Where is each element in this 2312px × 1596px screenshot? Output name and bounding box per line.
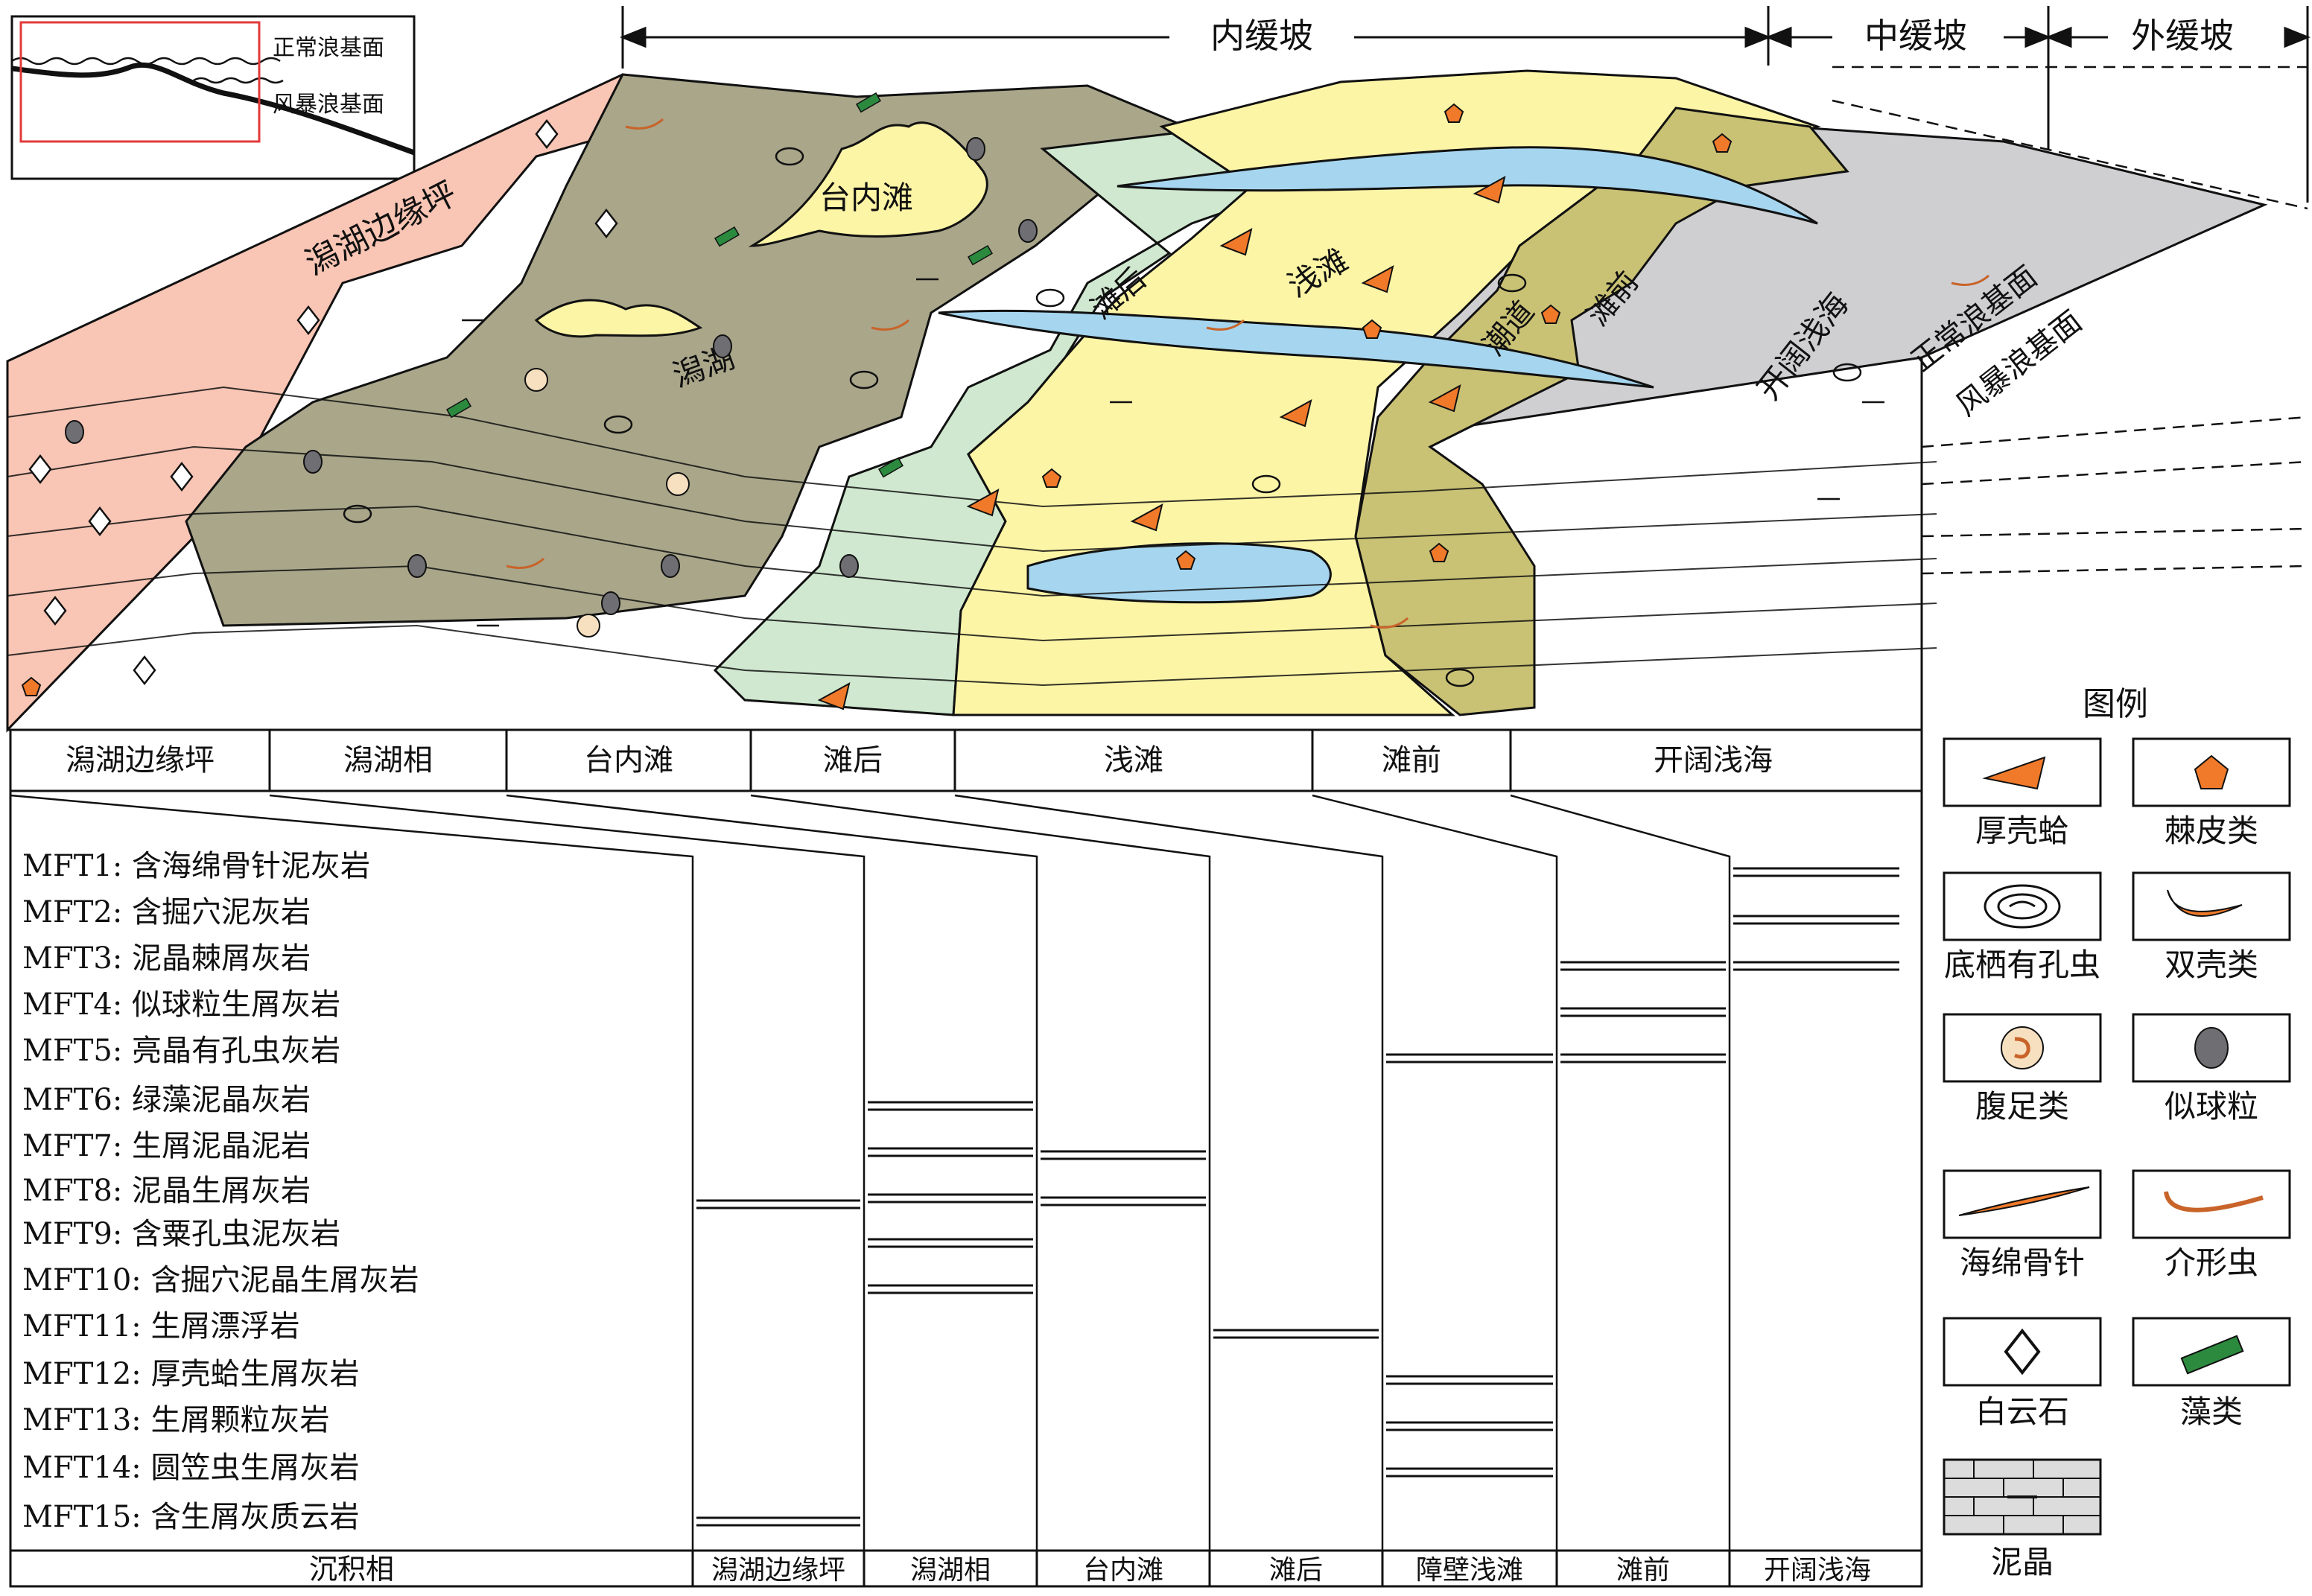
algae-icon — [2180, 1335, 2244, 1375]
dolomite-icon — [28, 118, 618, 686]
mft-14: MFT14: 圆笠虫生屑灰岩 — [22, 1451, 359, 1485]
peloid-icon — [2194, 1027, 2229, 1069]
ramp-zone-arrows — [619, 6, 2311, 203]
inner-ramp-label: 内缓坡 — [1210, 16, 1313, 56]
header-facies-1: 潟湖边缘坪 — [66, 743, 215, 778]
intra-platform-shoal-1 — [748, 121, 988, 247]
legend-item-bivalve: 双壳类 — [2132, 871, 2291, 983]
mft-4: MFT4: 似球粒生屑灰岩 — [22, 988, 340, 1022]
mft-2: MFT2: 含掘穴泥灰岩 — [22, 895, 311, 929]
echinoderm-icon — [21, 103, 1733, 696]
svg-text:腹足类: 腹足类 — [1975, 1088, 2069, 1125]
tidal-channel-2 — [938, 309, 1654, 389]
bottom-header-1: 潟湖边缘坪 — [711, 1555, 845, 1586]
bottom-header-2: 潟湖相 — [910, 1555, 991, 1586]
mft-3: MFT3: 泥晶棘屑灰岩 — [22, 941, 311, 976]
ostracod-icon — [2164, 1191, 2264, 1212]
rudist-icon — [1982, 756, 2046, 790]
svg-text:厚壳蛤: 厚壳蛤 — [1975, 813, 2069, 849]
bottom-header-4: 滩后 — [1269, 1555, 1323, 1586]
mft-5: MFT5: 亮晶有孔虫灰岩 — [22, 1034, 340, 1068]
microfacies-occurrence-marks — [696, 867, 1899, 1527]
legend-item-ostracod: 介形虫 — [2132, 1169, 2291, 1281]
mft-8: MFT8: 泥晶生屑灰岩 — [22, 1174, 311, 1208]
header-facies-4: 滩后 — [823, 743, 883, 778]
legend-item-rudist: 厚壳蛤 — [1943, 737, 2102, 849]
svg-text:棘皮类: 棘皮类 — [2165, 813, 2258, 849]
inset-normal-wave-base-label: 正常浪基面 — [273, 35, 384, 61]
mft-9: MFT9: 含粟孔虫泥灰岩 — [22, 1217, 340, 1251]
header-facies-6: 滩前 — [1382, 743, 1441, 778]
bivalve-icon — [2167, 889, 2243, 917]
header-facies-7: 开阔浅海 — [1654, 743, 1773, 778]
bottom-header-6: 滩前 — [1616, 1555, 1670, 1586]
echinoderm-icon — [2194, 754, 2229, 789]
algae-icon — [445, 92, 994, 478]
legend: 图例 厚壳蛤 棘皮类 底栖有孔虫 双壳类 — [1943, 685, 2291, 1580]
microfacies-table: MFT1: 含海绵骨针泥灰岩 MFT2: 含掘穴泥灰岩 MFT3: 泥晶棘屑灰岩… — [9, 789, 1923, 1588]
svg-text:白云石: 白云石 — [1975, 1393, 2069, 1430]
dolomite-icon — [2004, 1328, 2041, 1376]
bottom-header-0: 沉积相 — [309, 1553, 394, 1586]
bivalve-icon — [506, 118, 1990, 629]
gastropod-icon — [2001, 1026, 2044, 1069]
block-diagram: 潟湖边缘坪 台内滩 潟湖 滩后 浅滩 潮道 滩前 开阔浅海 正常浪基面 风暴浪基… — [6, 66, 2308, 733]
outer-ramp-label: 外缓坡 — [2131, 16, 2234, 56]
legend-item-echinoderm: 棘皮类 — [2132, 737, 2291, 849]
intra-platform-shoal-2 — [534, 299, 703, 338]
legend-item-foraminifera: 底栖有孔虫 — [1943, 871, 2102, 983]
middle-ramp-label: 中缓坡 — [1864, 16, 1967, 56]
legend-item-algae: 藻类 — [2132, 1317, 2291, 1430]
svg-text:海绵骨针: 海绵骨针 — [1960, 1244, 2085, 1281]
inset-storm-wave-base-label: 风暴浪基面 — [273, 92, 384, 118]
legend-title: 图例 — [2083, 685, 2148, 723]
mft-11: MFT11: 生屑漂浮岩 — [22, 1309, 299, 1344]
svg-text:底栖有孔虫: 底栖有孔虫 — [1944, 947, 2100, 983]
legend-item-micrite: 泥晶 — [1943, 1458, 2102, 1580]
header-facies-3: 台内滩 — [584, 743, 673, 778]
gastropod-icon — [524, 368, 690, 638]
header-facies-5: 浅滩 — [1104, 743, 1163, 778]
foraminifera-icon — [343, 147, 1862, 687]
mft-12: MFT12: 厚壳蛤生屑灰岩 — [22, 1357, 359, 1391]
peloid-icon — [65, 137, 1038, 615]
legend-item-peloid: 似球粒 — [2132, 1013, 2291, 1125]
legend-item-sponge-spicule: 海绵骨针 — [1943, 1169, 2102, 1281]
foraminifera-icon — [1984, 884, 2061, 929]
micrite-icon — [462, 278, 1884, 627]
legend-item-dolomite: 白云石 — [1943, 1317, 2102, 1430]
svg-text:藻类: 藻类 — [2180, 1393, 2243, 1430]
mft-10: MFT10: 含掘穴泥晶生屑灰岩 — [22, 1263, 419, 1297]
mft-6: MFT6: 绿藻泥晶灰岩 — [22, 1083, 311, 1117]
tidal-channel-1 — [1117, 146, 1818, 225]
bottom-header-7: 开阔浅海 — [1764, 1555, 1871, 1586]
micrite-icon — [1943, 1458, 2102, 1536]
intra-platform-shoal-label: 台内滩 — [819, 179, 913, 216]
header-facies-2: 潟湖相 — [343, 743, 433, 778]
mft-15: MFT15: 含生屑灰质云岩 — [22, 1500, 359, 1534]
mft-1: MFT1: 含海绵骨针泥灰岩 — [22, 849, 370, 883]
svg-text:介形虫: 介形虫 — [2165, 1244, 2258, 1281]
svg-text:似球粒: 似球粒 — [2165, 1088, 2258, 1125]
facies-header-row: 潟湖边缘坪 潟湖相 台内滩 滩后 浅滩 滩前 开阔浅海 — [9, 728, 1923, 792]
microfacies-list: MFT1: 含海绵骨针泥灰岩 MFT2: 含掘穴泥灰岩 MFT3: 泥晶棘屑灰岩… — [22, 849, 419, 1534]
bottom-header-5: 障壁浅滩 — [1416, 1555, 1523, 1586]
rudist-icon — [817, 176, 1506, 710]
svg-text:泥晶: 泥晶 — [1991, 1544, 2054, 1580]
mft-13: MFT13: 生屑颗粒灰岩 — [22, 1403, 329, 1437]
inset-wave-base-sketch: 正常浪基面 风暴浪基面 — [10, 15, 416, 180]
svg-text:双壳类: 双壳类 — [2165, 947, 2258, 983]
sponge-spicule-icon — [1958, 1186, 2090, 1216]
legend-item-gastropod: 腹足类 — [1943, 1013, 2102, 1125]
mft-7: MFT7: 生屑泥晶泥岩 — [22, 1129, 311, 1163]
bottom-header-3: 台内滩 — [1083, 1555, 1163, 1586]
